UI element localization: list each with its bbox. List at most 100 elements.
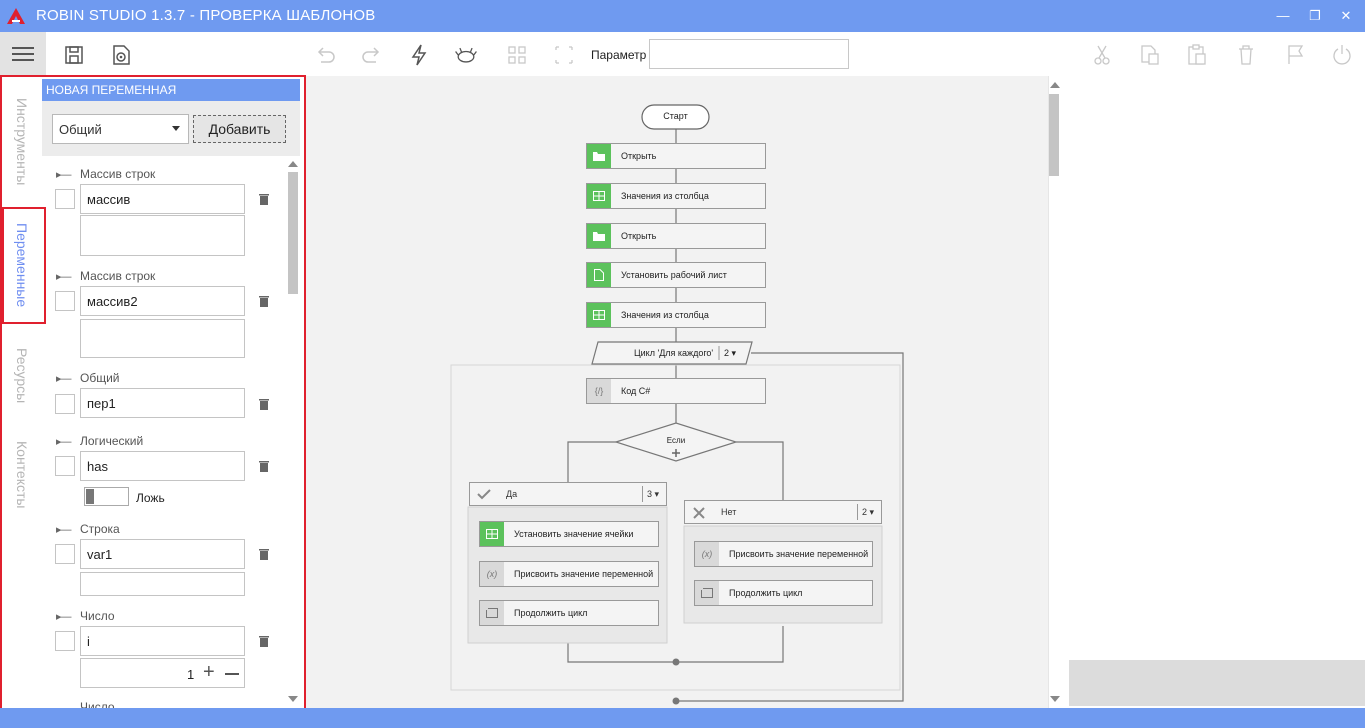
variable-checkbox[interactable] <box>55 544 75 564</box>
start-node[interactable]: Старт <box>663 111 688 121</box>
copy-button[interactable] <box>1137 42 1163 68</box>
variable-checkbox[interactable] <box>55 394 75 414</box>
variables-scrollbar-thumb[interactable] <box>288 172 298 294</box>
undo-button[interactable] <box>312 42 338 68</box>
trash-icon[interactable] <box>259 460 269 472</box>
flow-canvas[interactable]: Старт Открыть Значения из столбца Открыт… <box>306 76 1048 708</box>
window-title: ROBIN STUDIO 1.3.7 - ПРОВЕРКА ШАБЛОНОВ <box>36 7 376 24</box>
collapse-icon[interactable]: ▸— <box>56 373 72 385</box>
yes-branch-count[interactable]: 3 ▾ <box>642 486 666 502</box>
flag-button[interactable] <box>1282 42 1308 68</box>
code-icon: {/} <box>587 379 611 403</box>
canvas-scroll-up-icon[interactable] <box>1050 82 1060 88</box>
trash-icon[interactable] <box>259 548 269 560</box>
trash-icon[interactable] <box>259 398 269 410</box>
collapse-icon[interactable]: ▸— <box>56 524 72 536</box>
collapse-icon[interactable]: ▸— <box>56 611 72 623</box>
flow-step-open[interactable]: Открыть <box>586 143 766 169</box>
copy-icon <box>1141 45 1159 65</box>
canvas-scroll-down-icon[interactable] <box>1050 696 1060 702</box>
variable-name-input[interactable]: has <box>80 451 245 481</box>
folder-icon <box>587 224 611 248</box>
no-branch-count[interactable]: 2 ▾ <box>857 504 881 520</box>
number-stepper[interactable]: 1 + <box>80 658 245 688</box>
boolean-toggle[interactable] <box>84 487 129 506</box>
variable-name-input[interactable]: пер1 <box>80 388 245 418</box>
variable-type-label: Массив строк <box>80 269 156 283</box>
trash-icon[interactable] <box>259 635 269 647</box>
variable-clipped: Число <box>42 700 300 708</box>
condition-label[interactable]: Если <box>666 436 686 445</box>
variable-type-label: Число <box>80 609 115 623</box>
flow-step-continue-loop[interactable]: Продолжить цикл <box>479 600 659 626</box>
flow-step-column-values[interactable]: Значения из столбца <box>586 183 766 209</box>
scroll-up-icon[interactable] <box>288 161 298 167</box>
flow-step-label: Открыть <box>621 151 657 161</box>
yes-branch-count-value: 3 <box>647 489 653 499</box>
tab-contexts[interactable]: Контексты <box>14 441 30 509</box>
variable-checkbox[interactable] <box>55 291 75 311</box>
table-icon <box>587 303 611 327</box>
tab-resources[interactable]: Ресурсы <box>14 348 30 404</box>
variable-value-box[interactable] <box>80 215 245 256</box>
decrement-icon[interactable] <box>225 673 239 675</box>
cut-button[interactable] <box>1089 42 1115 68</box>
debug-button[interactable] <box>453 42 483 68</box>
param-input[interactable] <box>649 39 849 69</box>
variable-checkbox[interactable] <box>55 631 75 651</box>
trash-icon[interactable] <box>259 193 269 205</box>
variable-name-input[interactable]: массив2 <box>80 286 245 316</box>
no-branch-header[interactable]: Нет 2 ▾ <box>684 500 882 524</box>
flow-step-assign-variable[interactable]: (x) Присвоить значение переменной <box>479 561 659 587</box>
flow-step-open[interactable]: Открыть <box>586 223 766 249</box>
trash-icon[interactable] <box>259 295 269 307</box>
variable-checkbox[interactable] <box>55 456 75 476</box>
paste-button[interactable] <box>1184 42 1210 68</box>
save-button[interactable] <box>61 42 87 68</box>
close-icon[interactable]: ✕ <box>1340 8 1352 23</box>
new-variable-header: НОВАЯ ПЕРЕМЕННАЯ <box>42 79 300 101</box>
lightning-icon <box>411 44 427 66</box>
increment-icon[interactable]: + <box>203 661 215 683</box>
flow-step-assign-variable[interactable]: (x) Присвоить значение переменной <box>694 541 873 567</box>
variable-value-box[interactable] <box>80 319 245 358</box>
canvas-scrollbar[interactable] <box>1048 76 1061 708</box>
variable-type-label: Число <box>80 700 115 708</box>
settings-file-button[interactable] <box>108 42 134 68</box>
loop-label[interactable]: Цикл 'Для каждого' <box>634 348 714 358</box>
flow-step-column-values[interactable]: Значения из столбца <box>586 302 766 328</box>
collapse-icon[interactable]: ▸— <box>56 436 72 448</box>
canvas-scrollbar-thumb[interactable] <box>1049 94 1059 176</box>
flow-step-set-cell[interactable]: Установить значение ячейки <box>479 521 659 547</box>
scroll-down-icon[interactable] <box>288 696 298 702</box>
restore-icon[interactable]: ❐ <box>1309 8 1321 23</box>
flow-step-label: Продолжить цикл <box>514 608 588 618</box>
collapse-icon[interactable]: ▸— <box>56 271 72 283</box>
flow-step-set-worksheet[interactable]: Установить рабочий лист <box>586 262 766 288</box>
run-button[interactable] <box>406 42 432 68</box>
variable-name-input[interactable]: i <box>80 626 245 656</box>
power-button[interactable] <box>1329 42 1355 68</box>
redo-button[interactable] <box>359 42 385 68</box>
variable-name-input[interactable]: var1 <box>80 539 245 569</box>
variable-type-label: Строка <box>80 522 120 536</box>
variable-checkbox[interactable] <box>55 189 75 209</box>
variable-type-select[interactable]: Общий <box>52 114 189 144</box>
variable-value-box[interactable] <box>80 572 245 596</box>
loop-count[interactable]: 2 ▾ <box>724 348 737 358</box>
delete-button[interactable] <box>1233 42 1259 68</box>
add-variable-button[interactable]: Добавить <box>193 115 286 143</box>
menu-button[interactable] <box>0 32 46 75</box>
ungroup-button[interactable] <box>551 42 577 68</box>
menu-icon <box>12 47 34 61</box>
flow-step-continue-loop[interactable]: Продолжить цикл <box>694 580 873 606</box>
yes-branch-header[interactable]: Да 3 ▾ <box>469 482 667 506</box>
tab-variables[interactable]: Переменные <box>2 207 46 324</box>
flow-step-code[interactable]: {/} Код C# <box>586 378 766 404</box>
variable-name-input[interactable]: массив <box>80 184 245 214</box>
group-button[interactable] <box>504 42 530 68</box>
tab-tools[interactable]: Инструменты <box>14 98 30 186</box>
collapse-icon[interactable]: ▸— <box>56 169 72 181</box>
minimize-icon[interactable]: — <box>1276 8 1290 23</box>
loop-count-value: 2 <box>724 348 730 358</box>
